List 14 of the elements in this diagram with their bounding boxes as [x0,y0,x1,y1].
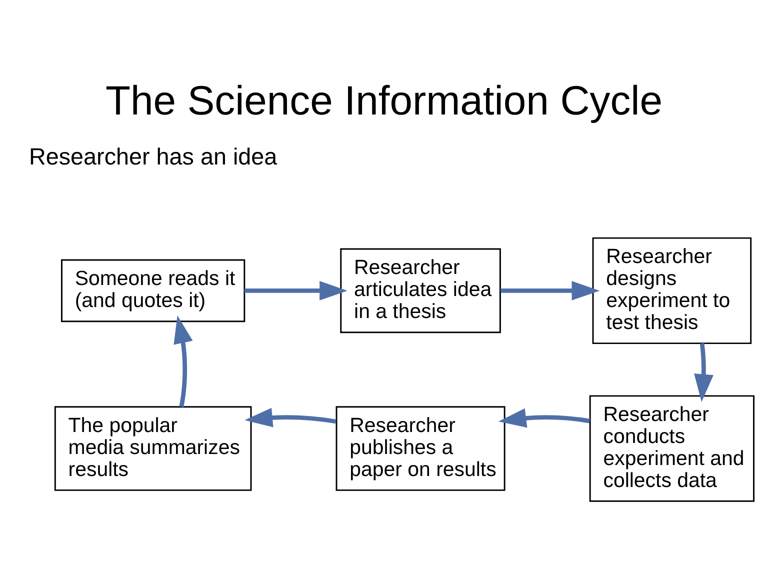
node-box: Researcher publishes a paper on results [336,406,506,490]
label: Researcher has an idea [28,143,278,170]
node-box: Someone reads it (and quotes it) [61,258,246,322]
node-box: Researcher designs experiment to test thesis [592,236,752,344]
node-box: Researcher articulates idea in a thesis [340,248,501,333]
arrow [498,408,590,428]
arrow [244,407,336,427]
arrow [244,280,348,300]
arrow [500,280,600,300]
node-box: Researcher conducts experiment and collects data [589,394,754,502]
arrow [694,342,714,402]
node-box: The popular media summarizes results [54,406,252,490]
arrow [174,315,193,407]
diagram-title: The Science Information Cycle [105,76,663,123]
